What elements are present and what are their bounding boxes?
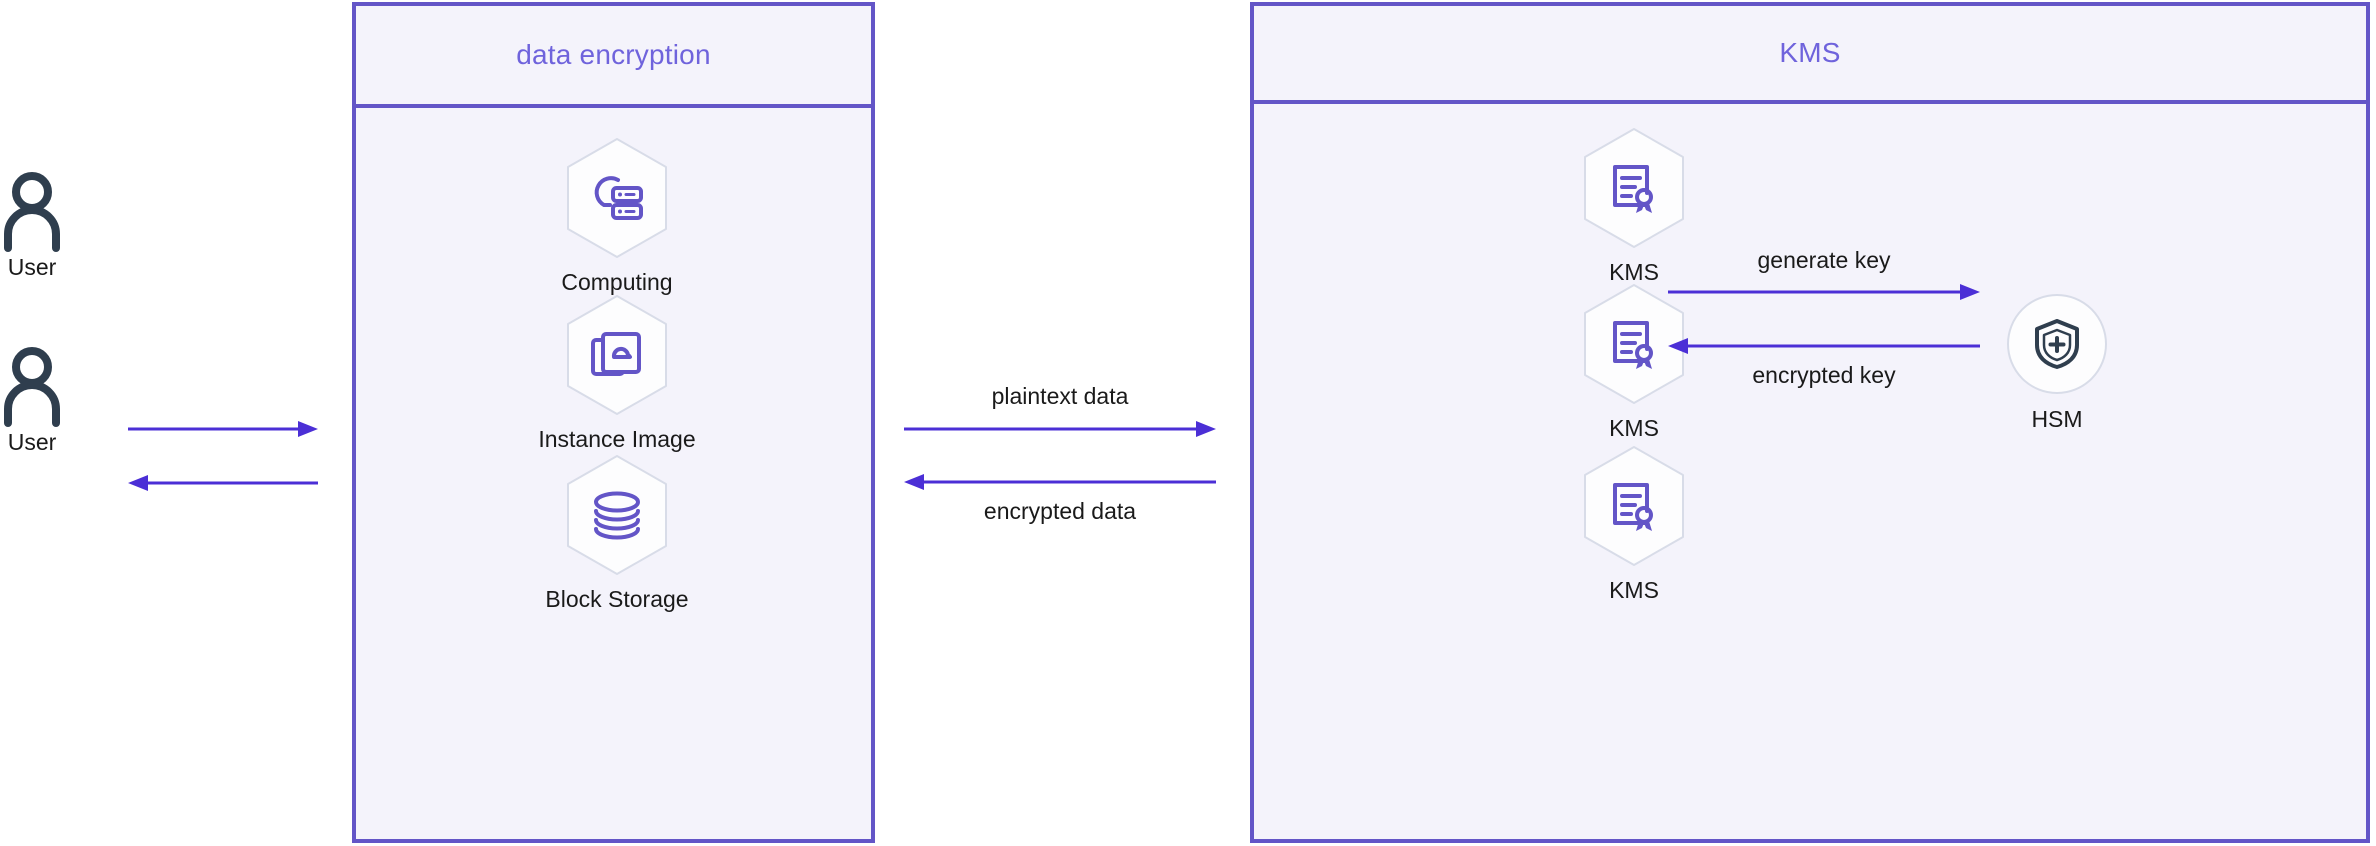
circle-shape bbox=[2007, 294, 2107, 394]
node-block-storage[interactable]: Block Storage bbox=[522, 453, 712, 611]
actor-label: User bbox=[7, 429, 57, 455]
node-label: HSM bbox=[2031, 406, 2083, 432]
node-kms-bottom[interactable]: KMS bbox=[1539, 444, 1729, 602]
node-computing[interactable]: Computing bbox=[522, 136, 712, 294]
arrow-generate-key bbox=[1668, 281, 1980, 303]
panel-header-data-encryption: data encryption bbox=[356, 6, 871, 108]
arrow-encrypted-key bbox=[1668, 335, 1980, 357]
node-instance-image[interactable]: Instance Image bbox=[522, 293, 712, 451]
arrow-label-generate-key: generate key bbox=[1757, 247, 1891, 273]
hexagon-shape bbox=[1578, 126, 1690, 250]
node-label: KMS bbox=[1609, 415, 1659, 441]
node-label: Instance Image bbox=[538, 426, 696, 452]
actor-user-top[interactable]: User bbox=[0, 170, 92, 279]
panel-title: KMS bbox=[1779, 37, 1841, 68]
image-stack-cloud-icon bbox=[561, 293, 673, 417]
certificate-seal-icon bbox=[1578, 282, 1690, 406]
node-hsm[interactable]: HSM bbox=[1962, 294, 2152, 431]
panel-body-data-encryption: Computing Instance Image bbox=[356, 108, 871, 843]
database-cylinder-icon bbox=[561, 453, 673, 577]
hexagon-shape bbox=[561, 293, 673, 417]
cloud-server-icon bbox=[561, 136, 673, 260]
node-label: Block Storage bbox=[545, 586, 689, 612]
user-icon bbox=[3, 347, 60, 427]
hexagon-shape bbox=[1578, 282, 1690, 406]
panel-data-encryption: data encryption bbox=[352, 2, 875, 843]
node-label: KMS bbox=[1609, 259, 1659, 285]
panel-body-kms: KMS bbox=[1254, 104, 2366, 843]
node-label: Computing bbox=[561, 269, 673, 295]
arrow-encrypted-data bbox=[904, 471, 1216, 493]
arrow-user-to-panel bbox=[128, 418, 318, 440]
actor-user-bottom[interactable]: User bbox=[0, 345, 92, 454]
arrow-label-encrypted-data: encrypted data bbox=[983, 498, 1137, 524]
certificate-seal-icon bbox=[1578, 126, 1690, 250]
arrow-plaintext-data bbox=[904, 418, 1216, 440]
arrow-panel-to-user bbox=[128, 472, 318, 494]
hexagon-shape bbox=[1578, 444, 1690, 568]
panel-title: data encryption bbox=[516, 39, 711, 70]
panel-header-kms: KMS bbox=[1254, 6, 2366, 104]
user-icon bbox=[3, 172, 60, 252]
hexagon-shape bbox=[561, 136, 673, 260]
arrow-label-plaintext-data: plaintext data bbox=[991, 383, 1129, 409]
hexagon-shape bbox=[561, 453, 673, 577]
arrow-label-encrypted-key: encrypted key bbox=[1752, 362, 1896, 388]
node-label: KMS bbox=[1609, 577, 1659, 603]
node-kms-middle[interactable]: KMS bbox=[1539, 282, 1729, 440]
shield-plus-icon bbox=[2035, 319, 2079, 369]
node-kms-top[interactable]: KMS bbox=[1539, 126, 1729, 284]
panel-kms: KMS bbox=[1250, 2, 2370, 843]
certificate-seal-icon bbox=[1578, 444, 1690, 568]
actor-label: User bbox=[7, 254, 57, 280]
